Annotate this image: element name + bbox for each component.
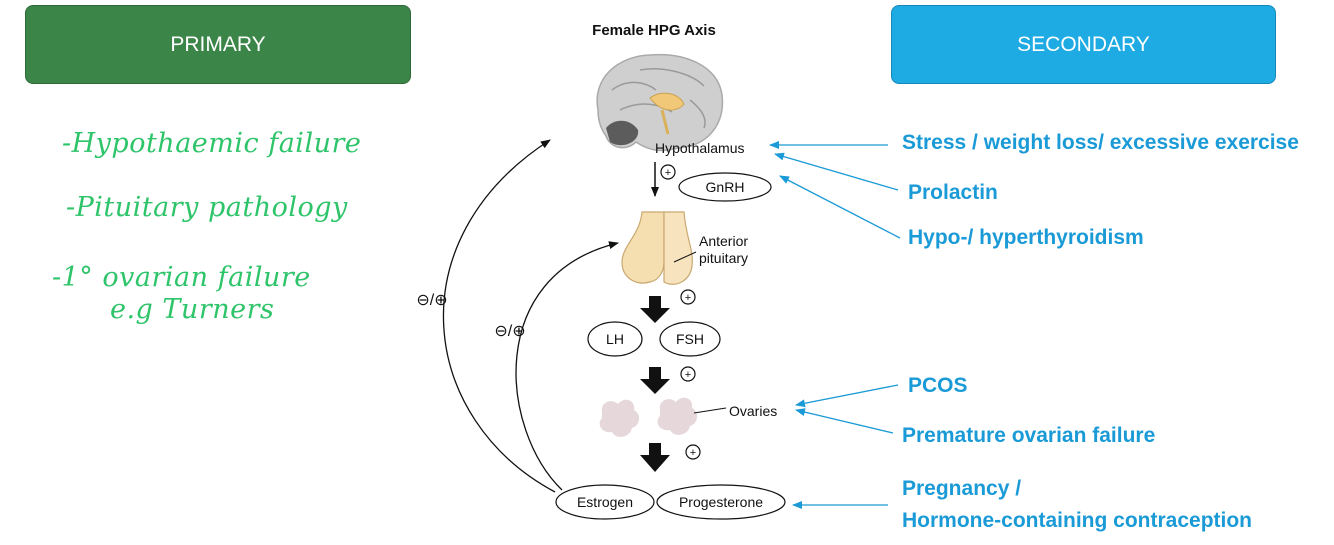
primary-title: PRIMARY (170, 32, 266, 56)
lh-label: LH (606, 331, 624, 347)
primary-item-pituitary: -Pituitary pathology (66, 192, 348, 223)
big-arrow-1 (640, 296, 670, 323)
big-arrow-2 (640, 367, 670, 394)
secondary-title: SECONDARY (1017, 32, 1150, 56)
primary-header: PRIMARY (25, 5, 411, 84)
anterior-label-2: pituitary (699, 250, 748, 266)
anterior-label-1: Anterior (699, 233, 748, 249)
lh-ellipse (587, 321, 643, 357)
svg-text:+: + (665, 167, 671, 179)
ovaries-icon (599, 397, 727, 437)
arrow-pcos (795, 384, 899, 408)
cause-pcos: PCOS (908, 374, 968, 397)
hypothalamus-label: Hypothalamus (655, 140, 745, 156)
svg-text:+: + (685, 292, 691, 304)
svg-text:+: + (690, 447, 696, 459)
primary-item-ovarian: -1° ovarian failure (52, 262, 311, 293)
gnrh-ellipse (678, 172, 772, 202)
cause-pregnancy-line1: Pregnancy / (902, 477, 1022, 500)
estrogen-label: Estrogen (577, 494, 633, 510)
diagram-title: Female HPG Axis (592, 22, 716, 39)
cause-prolactin: Prolactin (908, 181, 998, 204)
estrogen-ellipse (555, 484, 655, 520)
feedback-label-inner: ⊖/⊕ (494, 323, 525, 340)
arrow-pof (795, 408, 894, 434)
pituitary-icon (621, 211, 697, 285)
cause-pregnancy-line2: Hormone-containing contraception (902, 509, 1253, 532)
cause-stress: Stress / weight loss/ excessive exercise (902, 131, 1299, 154)
fsh-label: FSH (676, 331, 704, 347)
svg-text:+: + (685, 369, 691, 381)
arrow-prolactin (774, 152, 899, 191)
cause-thyroid: Hypo-/ hyperthyroidism (908, 226, 1144, 249)
progesterone-label: Progesterone (679, 494, 763, 510)
fsh-ellipse (659, 321, 721, 357)
gnrh-label: GnRH (706, 179, 745, 195)
feedback-label-outer: ⊖/⊕ (416, 292, 447, 309)
cause-pof: Premature ovarian failure (902, 424, 1156, 447)
ovaries-label: Ovaries (729, 403, 777, 419)
primary-item-hypothalamic: -Hypothaemic failure (62, 128, 362, 159)
arrow-thyroid (779, 175, 901, 239)
progesterone-ellipse (656, 484, 786, 520)
feedback-arrow-outer (442, 139, 556, 493)
primary-item-turners: e.g Turners (110, 294, 275, 325)
secondary-header: SECONDARY (891, 5, 1276, 84)
big-arrow-3 (640, 443, 670, 472)
feedback-arrow-inner (515, 241, 619, 491)
brain-icon (596, 53, 724, 152)
